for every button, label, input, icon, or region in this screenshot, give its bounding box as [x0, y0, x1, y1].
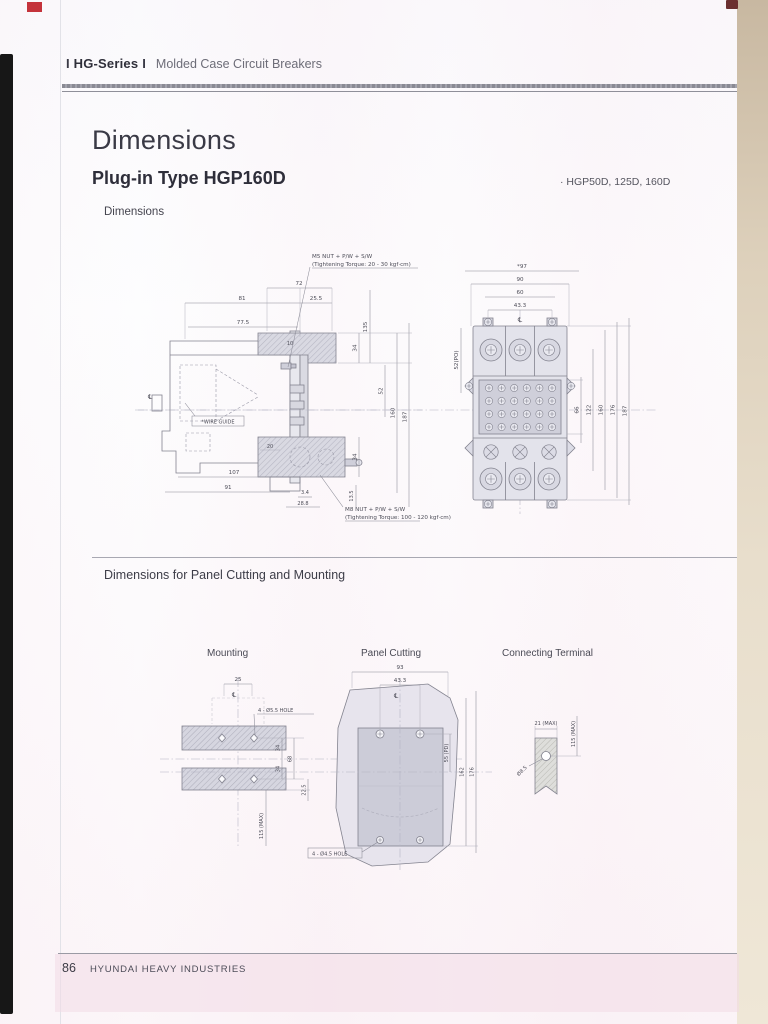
- dim-3-4: 3.4: [301, 490, 309, 496]
- header-rule-thin: [62, 91, 737, 92]
- header-bar-left: I: [66, 56, 70, 71]
- scan-edge-strip: [737, 0, 768, 1024]
- dim-13-5: 13.5: [349, 490, 355, 501]
- dim-72: 72: [295, 281, 302, 287]
- front-view-drawing: *97 90 60 43.3 ℄ 52(PO) 66 122 160 176 1…: [135, 264, 657, 514]
- dim-176: 176: [611, 404, 617, 415]
- dim-28-8: 28.8: [297, 501, 308, 507]
- footer-rule: [58, 953, 737, 954]
- pole-label: 52(PO): [454, 350, 460, 369]
- mounting-dimension-lines: [223, 683, 310, 846]
- page-fold-line: [60, 0, 61, 1024]
- panel-cutting-label: Panel Cutting: [361, 648, 422, 659]
- terminal-body: [534, 737, 558, 795]
- front-view-dimension-lines: [460, 270, 631, 505]
- series-name: HG-Series: [73, 56, 139, 71]
- footer-band: [55, 954, 739, 1012]
- dim-93: 93: [396, 665, 404, 671]
- dim-91: 91: [224, 485, 232, 491]
- section-label-dimensions: Dimensions: [104, 206, 165, 218]
- dim-60: 60: [516, 290, 524, 296]
- front-view-dimension-labels: *97 90 60 43.3 ℄ 52(PO) 66 122 160 176 1…: [454, 264, 629, 416]
- dim-160: 160: [599, 404, 605, 415]
- binding-edge: [0, 54, 13, 1014]
- footer-company: HYUNDAI HEAVY INDUSTRIES: [90, 964, 247, 975]
- dim-34-bot: 34: [353, 453, 359, 461]
- dim-68: 68: [288, 756, 294, 762]
- m5-note-line1: M5 NUT + P/W + S/W: [312, 254, 373, 260]
- centerline-symbol: ℄: [394, 692, 399, 700]
- m8-note-line2: (Tightening Torque: 100 - 120 kgf·cm): [345, 515, 451, 521]
- side-view-drawing: 72 81 25.5 77.5 10 135 34 52 160 187 20 …: [138, 254, 451, 522]
- dim-97: *97: [517, 264, 527, 270]
- models-note: · HGP50D, 125D, 160D: [560, 176, 671, 188]
- dim-77-5: 77.5: [237, 320, 250, 326]
- m8-note-line1: M8 NUT + P/W + S/W: [345, 507, 406, 513]
- dim-34-bot: 34: [276, 766, 282, 772]
- centerline-symbol: ℄: [148, 393, 153, 401]
- dim-43-3: 43.3: [394, 678, 407, 684]
- dim-187: 187: [623, 405, 629, 416]
- dim-81: 81: [238, 296, 246, 302]
- panel-sheet: [335, 683, 459, 867]
- mounting-label: Mounting: [207, 648, 249, 659]
- panel-dimension-labels: 93 43.3 ℄ 55 (PD) 162 176 4 - Ø4.5 HOLE: [307, 665, 476, 859]
- panel-centerlines: [160, 678, 492, 870]
- dim-25-5: 25.5: [310, 296, 323, 302]
- scan-smudge: [726, 0, 738, 9]
- panel-cutting-drawing: 93 43.3 ℄ 55 (PD) 162 176 4 - Ø4.5 HOLE: [160, 665, 492, 870]
- wire-guide-label: *WIRE GUIDE: [201, 420, 234, 426]
- centerline-symbol: ℄: [232, 691, 237, 699]
- dim-hole-8-5: Ø8.5: [515, 764, 528, 777]
- page-title: Dimensions: [92, 125, 237, 155]
- section-divider: [92, 557, 737, 558]
- mounting-hole-note: 4 - Ø5.5 HOLE: [258, 707, 293, 714]
- dim-34-top: 34: [353, 344, 359, 352]
- dim-34-top: 34: [276, 745, 282, 751]
- mounting-drawing: 25 ℄ 4 - Ø5.5 HOLE 34 34 68 22.5 115 (MA…: [160, 677, 462, 846]
- dim-90: 90: [516, 277, 524, 283]
- dim-20: 20: [267, 444, 273, 450]
- dim-135: 135: [363, 321, 369, 332]
- dim-115-max: 115 (MAX): [259, 813, 265, 839]
- dim-55-pd: 55 (PD): [444, 744, 450, 763]
- dim-25: 25: [234, 677, 242, 683]
- mounting-dimension-labels: 25 ℄ 4 - Ø5.5 HOLE 34 34 68 22.5 115 (MA…: [232, 677, 314, 839]
- dim-187: 187: [403, 411, 409, 422]
- connecting-terminal-drawing: 21 (MAX) 115 (MAX) Ø8.5: [515, 716, 581, 795]
- red-registration-mark: [27, 2, 42, 12]
- terminal-dimension-lines: [528, 716, 581, 767]
- section-label-panel: Dimensions for Panel Cutting and Mountin…: [104, 568, 346, 582]
- dim-21-max: 21 (MAX): [534, 721, 557, 727]
- header-bar-right: I: [142, 56, 146, 71]
- side-view-dimension-lines: [165, 287, 412, 508]
- dim-122: 122: [587, 405, 593, 416]
- dim-160: 160: [391, 407, 397, 418]
- centerline-symbol: ℄: [518, 316, 523, 324]
- connecting-terminal-label: Connecting Terminal: [502, 648, 593, 659]
- dim-52: 52: [379, 387, 385, 394]
- panel-dimension-lines: [351, 671, 478, 853]
- dim-22-5: 22.5: [302, 784, 308, 795]
- m5-note-line2: (Tightening Torque: 20 - 30 kgf·cm): [312, 262, 411, 268]
- header-subtitle: Molded Case Circuit Breakers: [155, 57, 322, 71]
- dim-162: 162: [460, 767, 466, 777]
- side-view-body: [151, 330, 363, 492]
- header-rule-thick: [62, 84, 737, 88]
- page-number: 86: [62, 961, 76, 975]
- dim-115-max: 115 (MAX): [571, 721, 577, 747]
- dim-43-3: 43.3: [514, 303, 527, 309]
- front-view-body: [464, 317, 576, 509]
- dim-66: 66: [575, 406, 581, 414]
- dim-10: 10: [287, 341, 293, 347]
- panel-hole-note: 4 - Ø4.5 HOLE: [312, 851, 347, 858]
- dim-176: 176: [470, 767, 476, 777]
- dim-107: 107: [229, 470, 240, 476]
- product-title: Plug-in Type HGP160D: [92, 168, 286, 188]
- side-view-dimension-labels: 72 81 25.5 77.5 10 135 34 52 160 187 20 …: [148, 281, 409, 507]
- side-view-notes: M5 NUT + P/W + S/W (Tightening Torque: 2…: [184, 254, 451, 522]
